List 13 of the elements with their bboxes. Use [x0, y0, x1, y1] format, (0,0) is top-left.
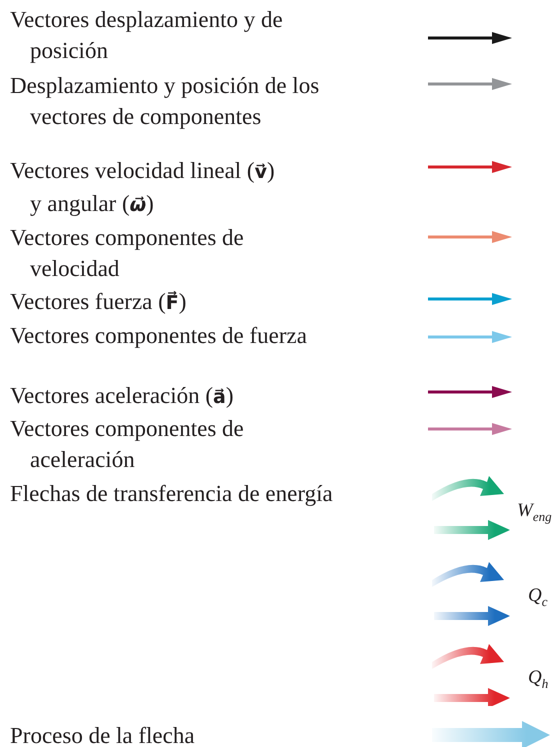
- legend-text: Vectores componentes de velocidad: [10, 224, 245, 283]
- legend-text: Vectores componentes de aceleración: [10, 415, 245, 474]
- legend-text: Vectores aceleración (a⃗): [10, 382, 235, 410]
- energy-label: Q$_{c}$: [528, 585, 548, 610]
- energy-label: W$_{eng}$: [517, 500, 552, 525]
- legend-text: Desplazamiento y posición de los vectores de componentes: [10, 72, 320, 131]
- legend-text: Vectores desplazamiento y de posición: [10, 6, 284, 65]
- legend-text: Vectores velocidad lineal (v⃗) y angular (ω⃗): [10, 157, 276, 218]
- legend-text: Proceso de la flecha: [10, 722, 196, 747]
- energy-label: Q$_{h}$: [528, 667, 548, 692]
- legend-text: Vectores fuerza (F⃗): [10, 288, 188, 316]
- legend-text: Vectores componentes de fuerza: [10, 322, 308, 350]
- legend-text: Flechas de transferencia de energía: [10, 480, 334, 508]
